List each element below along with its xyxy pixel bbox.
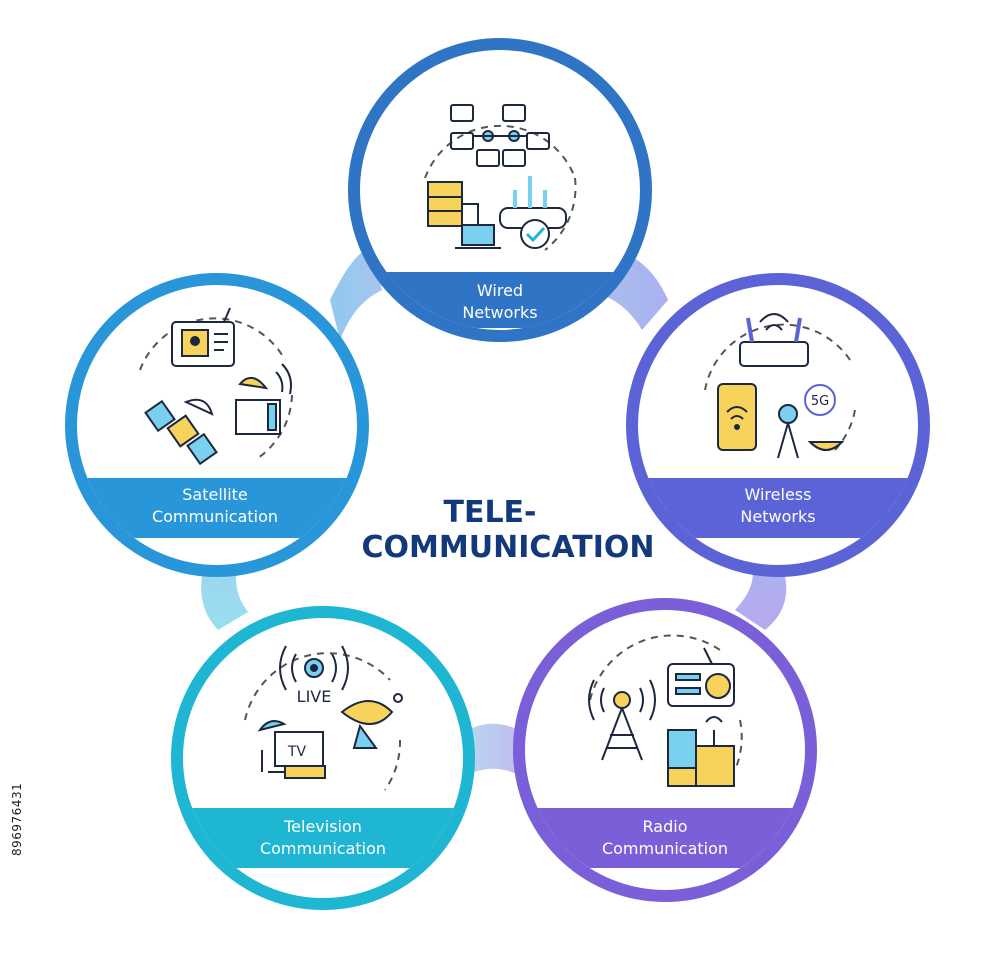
connector-television-radio [460,723,528,780]
node-radio-communication: Radio Communication [513,598,817,902]
radio-communication-label-line1: Radio [643,817,688,836]
wired-networks-label-line1: Wired [477,281,523,300]
stock-id-text: 896976431 [10,782,24,856]
satellite-communication-label-line1: Satellite [182,485,248,504]
node-satellite-communication: Satellite Communication [65,273,369,577]
wired-networks-label-line2: Networks [462,303,537,322]
satellite-communication-label-line2: Communication [152,507,278,526]
stock-id-label: 896976431 [6,736,34,856]
wireless-networks-label-line2: Networks [740,507,815,526]
wireless-networks-label-line1: Wireless [745,485,812,504]
tv-live-broadcast-icon: LIVE TV [244,645,403,791]
center-title-line2: COMMUNICATION [362,530,655,565]
node-wireless-networks: Wireless Networks 5G [626,273,930,577]
connector-wireless-radio [735,560,787,630]
television-communication-label-line1: Television [283,817,362,836]
node-wired-networks: Wired Networks [348,38,652,342]
connector-satellite-television [201,560,248,630]
center-title-line1: TELE- [443,495,536,530]
connectors [201,245,787,780]
wireless-router-5g-icon: 5G [704,313,856,459]
television-communication-label-line2: Communication [260,839,386,858]
svg-text:LIVE: LIVE [297,687,332,706]
radio-communication-label-line2: Communication [602,839,728,858]
satellite-dish-icon [139,307,293,466]
wired-network-icon [424,104,577,251]
radio-tower-receiver-icon [588,634,743,787]
node-television-communication: Television Communication LIVE TV [171,606,475,910]
svg-text:TV: TV [287,744,307,760]
svg-text:5G: 5G [811,394,829,409]
connector-satellite-wired [330,245,382,340]
